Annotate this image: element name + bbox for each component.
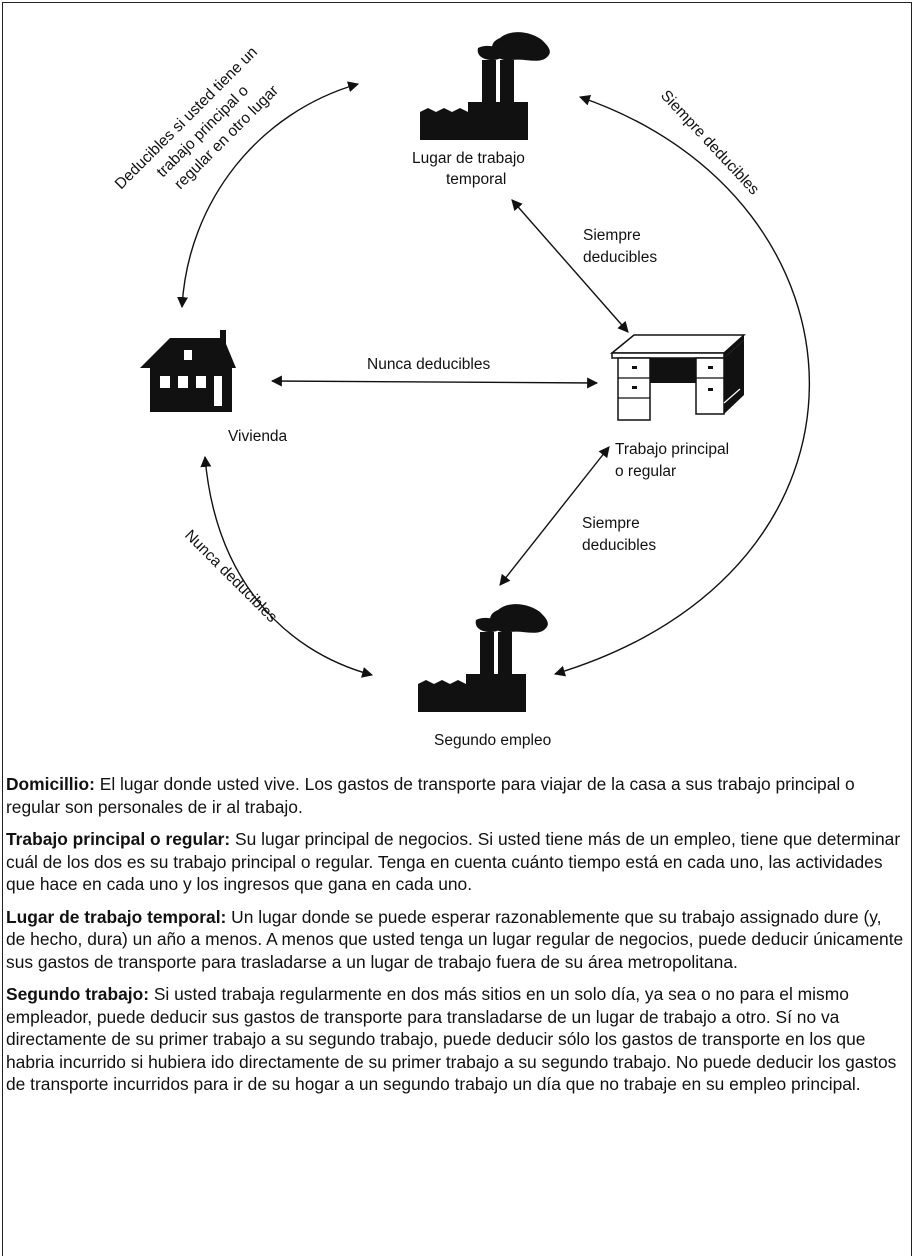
arrow-temporary-main [511,199,629,333]
definition-term: Segundo trabajo: [6,984,149,1004]
edge-label-main-second-line2: deducibles [582,537,656,554]
edge-label-main-second: Siempre [582,515,640,532]
main-job-label: Trabajo principal [615,441,729,458]
definition-temporary-workplace: Lugar de trabajo temporal: Un lugar dond… [6,906,904,974]
main-job-label-line2: o regular [615,463,676,480]
edge-label-temporary-main-line2: deducibles [583,249,657,266]
definition-second-job: Segundo trabajo: Si usted trabaja regula… [6,983,904,1096]
definition-term: Domicillio: [6,774,95,794]
temporary-workplace-label: Lugar de trabajo [412,150,525,167]
edge-label-temporary-main: Siempre [583,227,641,244]
edge-label-home-temporary: Deducibles si usted tiene un trabajo pri… [112,44,282,193]
definition-text: Su lugar principal de negocios. Si usted… [6,829,901,894]
house-icon [140,330,236,412]
arrow-home-main [270,375,599,389]
factory-icon [418,604,548,712]
arrow-home-temporary [177,81,360,309]
definition-term: Trabajo principal o regular: [6,829,231,849]
definition-text: Un lugar donde se puede esperar razonabl… [6,906,904,972]
definition-text: El lugar donde usted vive. Los gastos de… [6,774,855,817]
arrow-temporary-second [553,95,810,677]
definition-text: Si usted trabaja regularmente en dos más… [6,984,897,1094]
second-job-label: Segundo empleo [434,732,551,749]
temporary-workplace-label-line2: temporal [446,171,506,188]
edge-label-home-main: Nunca deducibles [367,356,490,373]
svg-text:Nunca deducibles: Nunca deducibles [181,527,280,626]
definition-term: Lugar de trabajo temporal: [6,906,227,927]
definitions: Domicillio: El lugar donde usted vive. L… [6,773,904,1106]
arrow-main-second [499,446,610,586]
edge-label-home-second: Nunca deducibles [181,527,280,626]
factory-icon [420,32,550,140]
home-label: Vivienda [228,428,288,445]
arrow-home-second [200,455,374,678]
definition-main-job: Trabajo principal o regular: Su lugar pr… [6,828,904,896]
transport-deduction-diagram: Lugar de trabajo temporal Vivienda Traba… [112,32,810,749]
desk-icon [609,334,746,421]
definition-home: Domicillio: El lugar donde usted vive. L… [6,773,904,818]
